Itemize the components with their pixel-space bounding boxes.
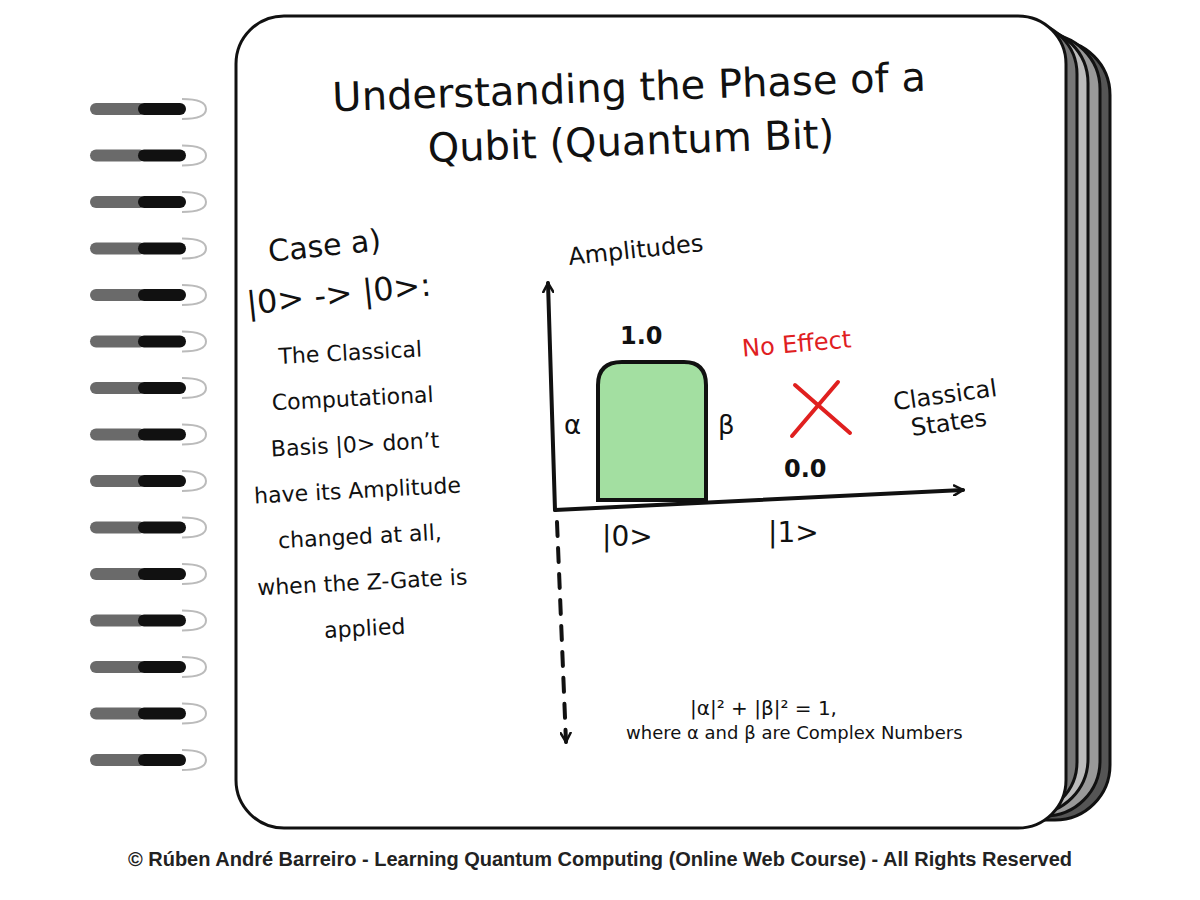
ring-back xyxy=(90,754,146,766)
ring-front xyxy=(138,429,186,441)
alpha-label: α xyxy=(564,410,581,441)
explanation-text: The Classical Computational Basis |0> do… xyxy=(237,324,479,657)
ring-back xyxy=(90,196,146,208)
bar-value: 0.0 xyxy=(784,455,827,484)
ring-front xyxy=(138,289,186,301)
ring-front xyxy=(138,150,186,162)
amplitude-chart xyxy=(548,283,963,742)
spiral-binding xyxy=(90,99,206,770)
ring-back xyxy=(90,615,146,627)
ring-front xyxy=(138,336,186,348)
x-axis xyxy=(555,490,963,510)
ring-front xyxy=(138,196,186,208)
ring-front xyxy=(138,522,186,534)
ring-front xyxy=(138,754,186,766)
red-cross xyxy=(792,382,838,436)
bar-value: 1.0 xyxy=(620,322,663,351)
ring-back xyxy=(90,661,146,673)
ring-back xyxy=(90,708,146,720)
ring-front xyxy=(138,661,186,673)
beta-label: β xyxy=(718,410,735,441)
ring-back xyxy=(90,429,146,441)
ring-front xyxy=(138,615,186,627)
state-label: |1> xyxy=(768,516,819,550)
front-page xyxy=(236,16,1066,828)
ring-front xyxy=(138,382,186,394)
ring-back xyxy=(90,243,146,255)
ring-back xyxy=(90,382,146,394)
ring-back xyxy=(90,568,146,580)
ring-back xyxy=(90,475,146,487)
normalization-formula: |α|² + |β|² = 1, xyxy=(690,696,837,720)
ring-back xyxy=(90,336,146,348)
ring-front xyxy=(138,708,186,720)
y-axis xyxy=(548,283,555,510)
amplitude-bar xyxy=(598,362,706,500)
page-title: Understanding the Phase of a Qubit (Quan… xyxy=(328,50,931,179)
ring-front xyxy=(138,103,186,115)
ring-front xyxy=(138,568,186,580)
state-label: |0> xyxy=(602,520,653,554)
ring-back xyxy=(90,522,146,534)
negative-axis xyxy=(557,522,566,742)
ring-back xyxy=(90,150,146,162)
ring-front xyxy=(138,475,186,487)
ring-back xyxy=(90,103,146,115)
ring-back xyxy=(90,289,146,301)
page-stack xyxy=(236,16,1110,828)
copyright-footer: © Rúben André Barreiro - Learning Quantu… xyxy=(20,847,1180,871)
formula-note: where α and β are Complex Numbers xyxy=(626,722,963,744)
ring-front xyxy=(138,243,186,255)
